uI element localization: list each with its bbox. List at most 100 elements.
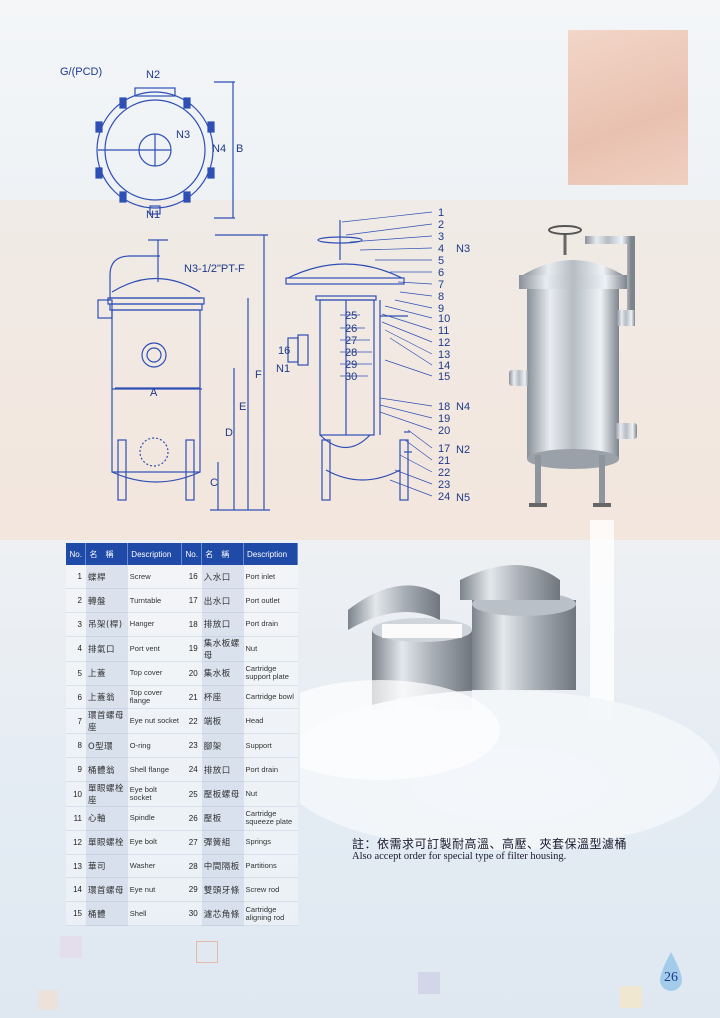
part-description: Top cover (127, 661, 182, 686)
part-name-zh: 雙頭牙條 (201, 877, 244, 903)
part-description: Turntable (127, 588, 182, 614)
part-no: 3 (66, 612, 86, 637)
label-side-n3: N3 (456, 243, 470, 255)
parts-table: No. 名 稱 Description No. 名 稱 Description … (66, 543, 298, 927)
part-no: 26 (181, 806, 202, 831)
label-side-n2: N2 (456, 444, 470, 456)
label-n1: N1 (146, 209, 160, 221)
part-description: Shell (127, 901, 182, 927)
part-description: Support (243, 733, 298, 759)
part-no: 6 (66, 685, 86, 710)
header-description: Description (243, 543, 298, 565)
part-no: 25 (181, 781, 202, 808)
callout-18: 18 (438, 401, 450, 413)
part-name-zh: 入水口 (201, 565, 244, 590)
part-no: 12 (66, 830, 86, 855)
callout-27: 27 (345, 335, 357, 347)
label-dim-a: A (150, 387, 158, 399)
label-dim-c: C (210, 477, 218, 489)
label-dim-e: E (239, 401, 246, 413)
part-description: Screw rod (243, 877, 298, 903)
droplet-icon (658, 950, 684, 994)
part-no: 27 (181, 830, 202, 855)
filter-housing-photo (505, 215, 645, 515)
open-housings-photo (260, 520, 720, 850)
part-no: 23 (181, 733, 202, 759)
part-name-zh: 環首螺母 (85, 877, 128, 903)
part-description: Shell flange (127, 757, 182, 783)
part-name-zh: 集水板 (201, 661, 244, 686)
callout-17: 17 (438, 443, 450, 455)
part-no: 2 (66, 588, 86, 614)
callout-29: 29 (345, 359, 357, 371)
part-name-zh: 出水口 (201, 588, 244, 614)
part-no: 4 (66, 636, 86, 662)
part-no: 7 (66, 708, 86, 735)
callout-30: 30 (345, 371, 357, 383)
technical-drawing: G/(PCD) N2 N3 N4 B N1 N3-1/2"PT-F N1 A F… (50, 60, 530, 530)
part-name-zh: 吊架(桿) (85, 612, 128, 637)
part-description: Eye bolt socket (127, 781, 182, 808)
callout-22: 22 (438, 467, 450, 479)
part-no: 20 (181, 661, 202, 686)
part-description: Hanger (127, 612, 182, 637)
top-view-drawing (95, 81, 235, 219)
part-description: Eye nut (127, 877, 182, 903)
part-no: 10 (66, 781, 86, 808)
callout-4: 4 (438, 243, 444, 255)
label-side-n4: N4 (456, 401, 470, 413)
part-description: Spindle (127, 806, 182, 831)
part-description: Nut (243, 636, 298, 662)
label-n3-port: N3-1/2"PT-F (184, 263, 245, 275)
callout-23: 23 (438, 479, 450, 491)
part-name-zh: 單眼螺栓座 (85, 781, 128, 808)
part-description: Port drain (243, 612, 298, 637)
part-no: 14 (66, 877, 86, 903)
part-name-zh: 腳架 (201, 733, 244, 759)
callout-15: 15 (438, 371, 450, 383)
part-description: Cartridge bowl (243, 685, 298, 710)
part-description: Cartridge squeeze plate (243, 806, 298, 831)
label-n4: N4 (212, 143, 226, 155)
part-name-zh: 排放口 (201, 612, 244, 637)
callout-24: 24 (438, 491, 450, 503)
part-no: 5 (66, 661, 86, 686)
callout-10: 10 (438, 313, 450, 325)
callout-20: 20 (438, 425, 450, 437)
part-no: 24 (181, 757, 202, 783)
side-view-drawing (285, 220, 412, 501)
part-description: Cartridge aligning rod (243, 901, 298, 927)
part-no: 22 (181, 708, 202, 735)
part-description: Nut (243, 781, 298, 808)
header-description: Description (127, 543, 183, 565)
part-name-zh: 壓板螺母 (201, 781, 244, 808)
callout-9: 9 (438, 303, 444, 315)
callout-2: 2 (438, 219, 444, 231)
part-description: O-ring (127, 733, 182, 759)
part-description: Screw (127, 565, 182, 590)
part-name-zh: 壓板 (201, 806, 244, 831)
header-name: 名 稱 (201, 543, 245, 565)
part-name-zh: 上蓋 (85, 661, 128, 686)
callout-16: 16 (278, 345, 290, 357)
part-name-zh: 蝶桿 (85, 565, 128, 590)
part-no: 11 (66, 806, 86, 831)
part-name-zh: 排放口 (201, 757, 244, 783)
part-no: 17 (181, 588, 202, 614)
part-no: 30 (181, 901, 202, 927)
part-name-zh: 中間隔板 (201, 854, 244, 879)
callout-8: 8 (438, 291, 444, 303)
callout-14: 14 (438, 360, 450, 372)
part-name-zh: 杯座 (201, 685, 244, 710)
part-name-zh: 心軸 (85, 806, 128, 831)
